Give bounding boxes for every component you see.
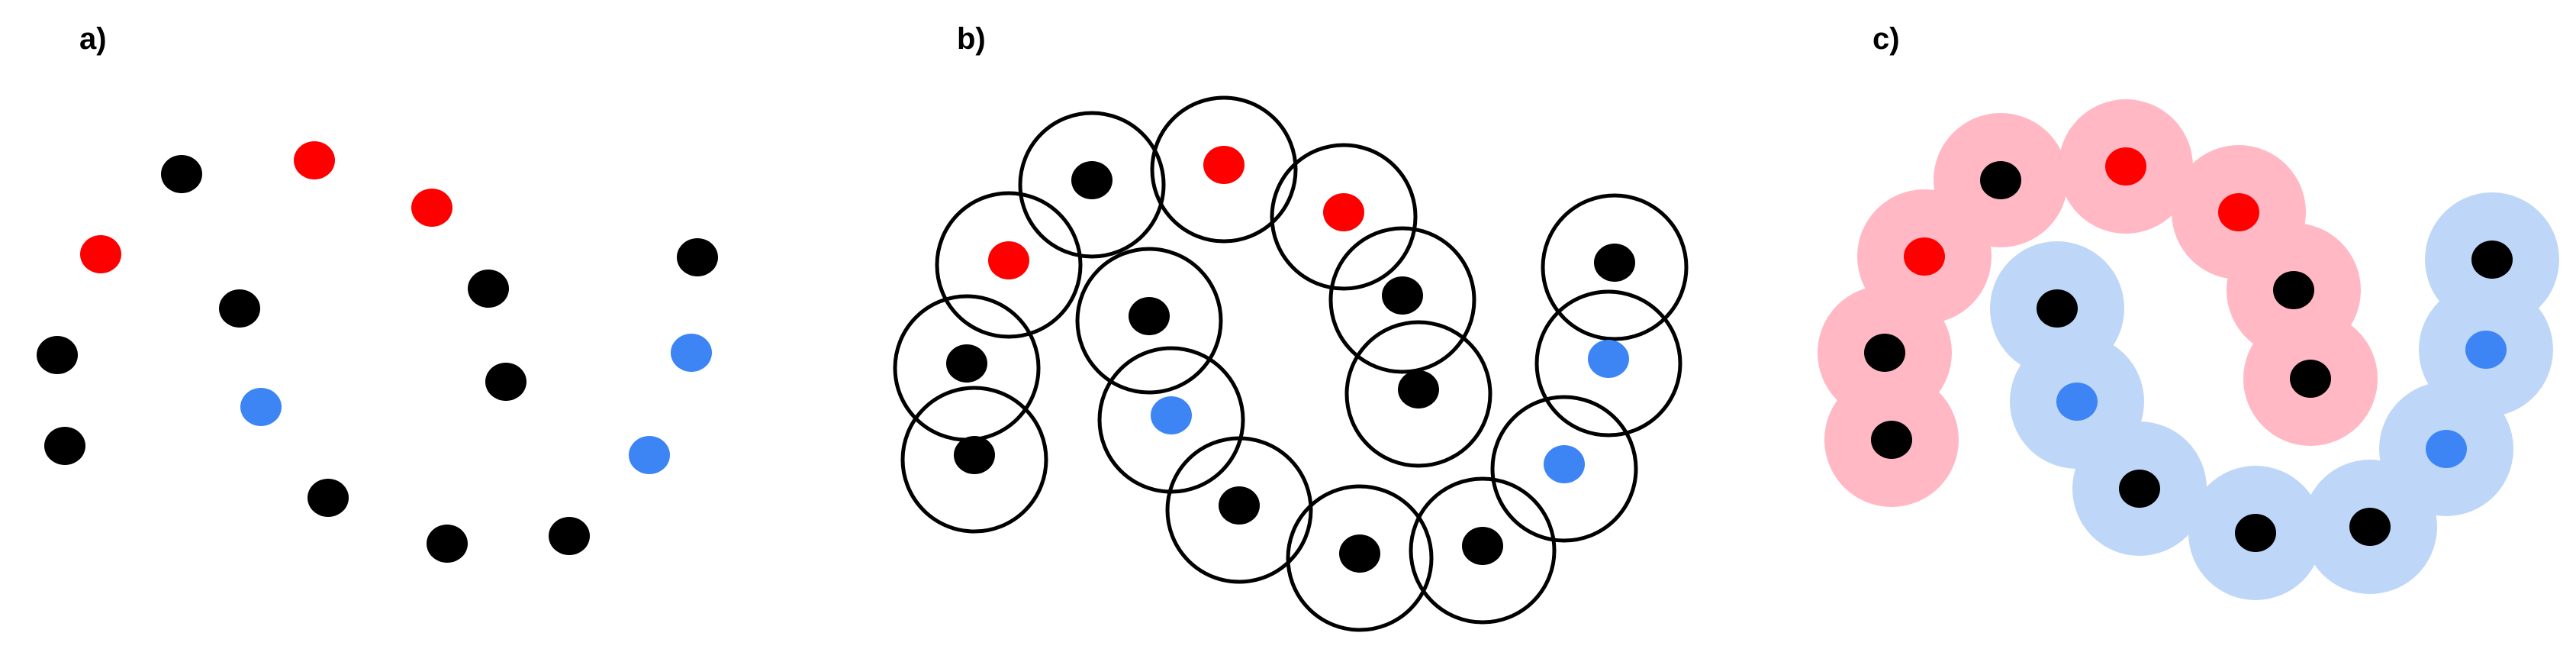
point-c-14 [2235, 514, 2276, 552]
neighborhood-circle-0 [1018, 111, 1166, 259]
point-c-5 [1864, 334, 1905, 372]
neighborhood-circle-15 [1409, 476, 1557, 625]
point-a-8 [485, 363, 526, 401]
point-c-4 [2273, 271, 2314, 309]
point-a-13 [308, 479, 349, 517]
point-a-4 [219, 289, 260, 328]
point-b-5 [1594, 244, 1635, 282]
point-b-4 [1382, 276, 1423, 315]
neighborhood-circle-9 [1534, 289, 1682, 438]
neighborhood-circle-12 [1490, 395, 1638, 543]
point-b-3 [988, 241, 1029, 279]
point-c-6 [2290, 360, 2331, 398]
panel-a-points [37, 141, 718, 563]
neighborhood-circle-2 [1270, 143, 1418, 291]
neighborhood-circle-3 [935, 191, 1083, 339]
point-c-9 [2037, 289, 2078, 328]
point-b-11 [954, 436, 995, 474]
panel-b-points [946, 146, 1635, 573]
point-a-0 [161, 155, 202, 193]
point-a-5 [468, 270, 509, 308]
point-b-15 [1462, 527, 1503, 565]
point-a-11 [44, 427, 85, 465]
point-c-10 [2465, 331, 2507, 369]
neighborhood-circle-6 [1075, 247, 1223, 395]
point-b-0 [1071, 161, 1113, 199]
neighborhood-circle-4 [1328, 226, 1476, 374]
point-a-10 [240, 388, 282, 426]
panel-b: b) [893, 22, 1689, 632]
point-a-14 [427, 525, 468, 563]
point-c-3 [1904, 237, 1945, 276]
point-b-13 [1219, 486, 1260, 525]
panel-a-label: a) [79, 22, 107, 56]
point-b-8 [1398, 370, 1439, 408]
point-b-14 [1339, 534, 1380, 573]
neighborhood-circle-13 [1165, 436, 1313, 584]
point-a-7 [37, 336, 78, 374]
panel-b-neighborhoods [893, 95, 1689, 632]
point-c-13 [2119, 470, 2160, 508]
neighborhood-circle-1 [1150, 95, 1298, 244]
point-c-8 [2471, 241, 2513, 279]
panel-c-label: c) [1872, 22, 1900, 56]
point-c-7 [1871, 421, 1912, 459]
neighborhood-circle-5 [1541, 193, 1689, 341]
point-c-15 [2349, 508, 2391, 546]
point-a-12 [629, 436, 670, 474]
point-b-10 [1151, 396, 1192, 434]
point-c-0 [1980, 161, 2021, 199]
panel-c: c) [1818, 22, 2559, 600]
point-c-2 [2218, 193, 2259, 231]
panel-c-cluster-regions [1818, 99, 2559, 600]
panel-b-label: b) [957, 22, 986, 56]
point-c-12 [2426, 430, 2467, 468]
point-c-11 [2056, 383, 2098, 421]
point-b-12 [1544, 445, 1585, 483]
point-a-9 [671, 334, 712, 372]
point-b-7 [946, 344, 987, 383]
point-a-1 [294, 141, 335, 179]
neighborhood-circle-8 [1344, 320, 1492, 468]
point-b-6 [1129, 297, 1170, 335]
point-b-9 [1588, 340, 1629, 378]
point-b-2 [1323, 193, 1364, 231]
neighborhood-circle-14 [1286, 484, 1434, 632]
neighborhood-circle-11 [900, 386, 1048, 534]
point-a-6 [677, 238, 718, 276]
point-a-15 [549, 517, 590, 555]
panel-c-points [1864, 147, 2513, 552]
point-b-1 [1203, 146, 1245, 184]
point-a-3 [80, 235, 121, 273]
point-a-2 [411, 189, 452, 227]
panel-a: a) [37, 22, 718, 563]
point-c-1 [2105, 147, 2146, 186]
